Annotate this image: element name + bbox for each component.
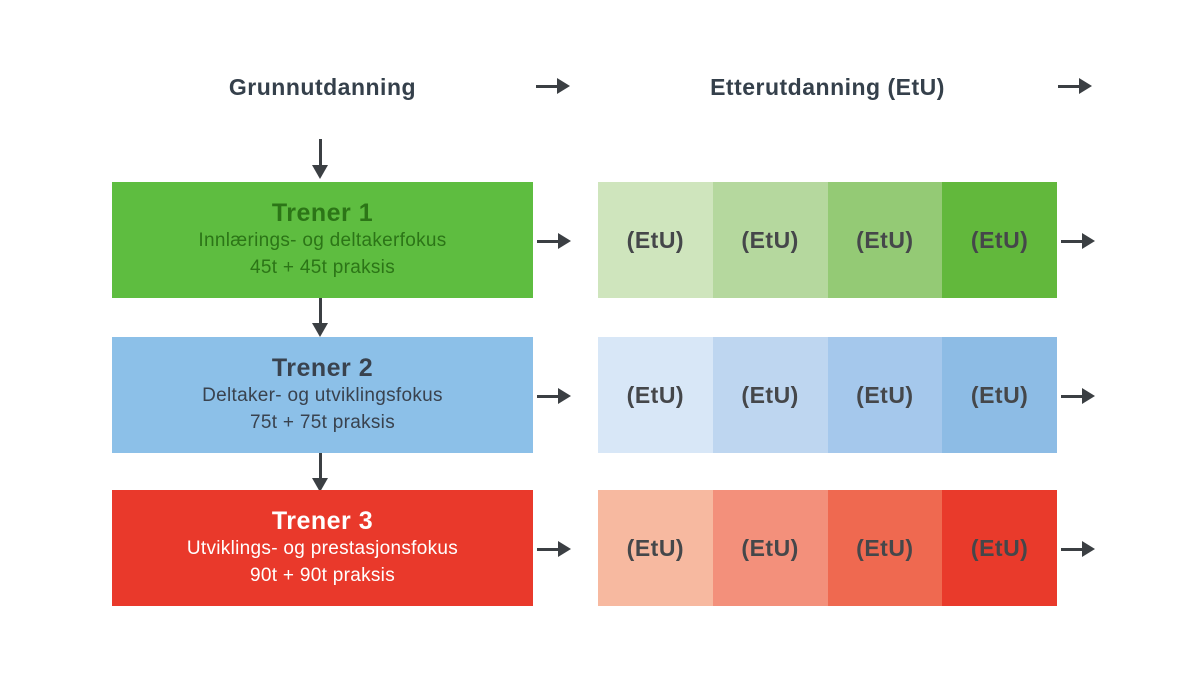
etu-segment: (EtU) bbox=[827, 182, 943, 298]
etu-segment: (EtU) bbox=[942, 490, 1057, 606]
trainer-2-focus: Deltaker- og utviklingsfokus bbox=[202, 385, 443, 407]
etu-segment: (EtU) bbox=[598, 337, 713, 453]
trainer-row-1: Trener 1 Innlærings- og deltakerfokus 45… bbox=[0, 182, 1200, 298]
trainer-3-hours: 90t + 90t praksis bbox=[249, 565, 396, 586]
trainer-3-title: Trener 3 bbox=[271, 507, 374, 536]
etu-segment-label: (EtU) bbox=[741, 534, 799, 561]
arrow-down-icon bbox=[312, 139, 328, 179]
etu-segment-label: (EtU) bbox=[970, 226, 1029, 253]
etu-segment-label: (EtU) bbox=[970, 534, 1029, 561]
trainer-3-etu-segments: (EtU) (EtU) (EtU) (EtU) bbox=[598, 490, 1057, 606]
arrow-right-icon bbox=[537, 541, 571, 557]
etu-segment: (EtU) bbox=[827, 490, 943, 606]
trainer-2-hours: 75t + 75t praksis bbox=[249, 412, 396, 433]
arrow-right-icon bbox=[1061, 541, 1095, 557]
etu-segment-label: (EtU) bbox=[626, 381, 685, 408]
etu-segment-label: (EtU) bbox=[856, 226, 914, 253]
trainer-3-focus: Utviklings- og prestasjonsfokus bbox=[186, 538, 459, 560]
arrow-down-icon bbox=[312, 452, 328, 492]
etu-segment-label: (EtU) bbox=[626, 226, 685, 253]
trainer-1-etu-segments: (EtU) (EtU) (EtU) (EtU) bbox=[598, 182, 1057, 298]
trainer-1-box: Trener 1 Innlærings- og deltakerfokus 45… bbox=[112, 182, 533, 298]
etu-segment-label: (EtU) bbox=[741, 381, 799, 408]
trainer-2-box: Trener 2 Deltaker- og utviklingsfokus 75… bbox=[112, 337, 533, 453]
arrow-right-icon bbox=[1058, 78, 1092, 94]
arrow-right-icon bbox=[1061, 233, 1095, 249]
etu-segment-label: (EtU) bbox=[741, 226, 799, 253]
etu-segment: (EtU) bbox=[712, 337, 828, 453]
etu-segment: (EtU) bbox=[942, 337, 1057, 453]
trainer-1-focus: Innlærings- og deltakerfokus bbox=[198, 230, 447, 252]
trainer-2-title: Trener 2 bbox=[271, 354, 374, 383]
column-header-etterutdanning: Etterutdanning (EtU) bbox=[710, 74, 945, 100]
trainer-1-title: Trener 1 bbox=[271, 199, 374, 228]
etu-segment-label: (EtU) bbox=[856, 381, 914, 408]
arrow-right-icon bbox=[537, 233, 571, 249]
arrow-right-icon bbox=[1061, 388, 1095, 404]
trainer-2-etu-segments: (EtU) (EtU) (EtU) (EtU) bbox=[598, 337, 1057, 453]
etu-segment-label: (EtU) bbox=[970, 381, 1029, 408]
etu-segment-label: (EtU) bbox=[856, 534, 914, 561]
arrow-right-icon bbox=[536, 78, 570, 94]
etu-segment: (EtU) bbox=[712, 182, 828, 298]
trainer-row-3: Trener 3 Utviklings- og prestasjonsfokus… bbox=[0, 490, 1200, 606]
etu-segment: (EtU) bbox=[598, 182, 713, 298]
etu-segment: (EtU) bbox=[598, 490, 713, 606]
column-header-grunnutdanning: Grunnutdanning bbox=[228, 74, 417, 100]
trainer-3-box: Trener 3 Utviklings- og prestasjonsfokus… bbox=[112, 490, 533, 606]
trainer-1-hours: 45t + 45t praksis bbox=[249, 257, 396, 278]
etu-segment: (EtU) bbox=[712, 490, 828, 606]
trainer-row-2: Trener 2 Deltaker- og utviklingsfokus 75… bbox=[0, 337, 1200, 453]
arrow-right-icon bbox=[537, 388, 571, 404]
etu-segment-label: (EtU) bbox=[626, 534, 685, 561]
arrow-down-icon bbox=[312, 297, 328, 337]
etu-segment: (EtU) bbox=[827, 337, 943, 453]
etu-segment: (EtU) bbox=[942, 182, 1057, 298]
